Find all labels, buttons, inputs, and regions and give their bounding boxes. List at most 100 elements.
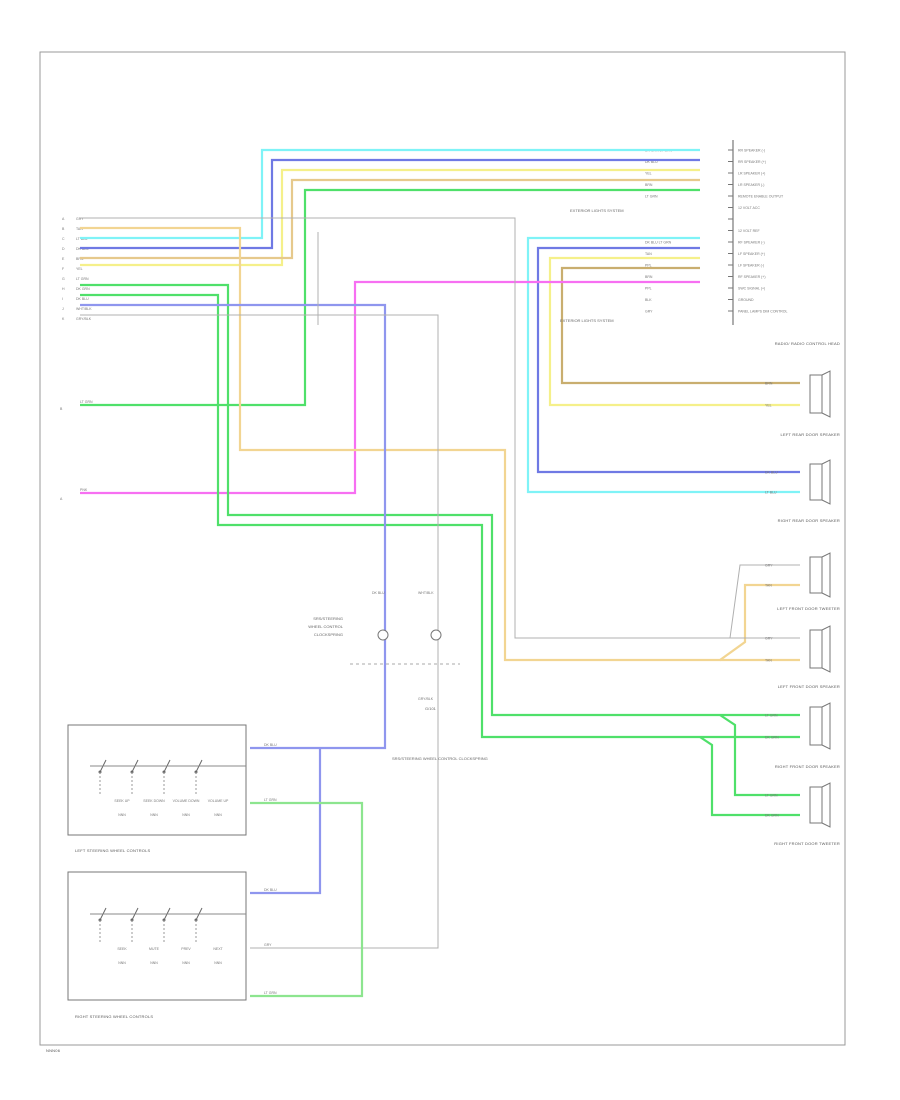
switch-value: NNN bbox=[214, 813, 222, 817]
right-controls-label: RIGHT STEERING WHEEL CONTROLS bbox=[75, 1014, 153, 1019]
ext-lights-label: EXTERIOR LIGHTS SYSTEM bbox=[570, 208, 624, 213]
wires bbox=[80, 148, 800, 998]
svg-text:A: A bbox=[60, 497, 63, 501]
radio-pin-label: RR SPEAKER (+) bbox=[738, 160, 766, 164]
speaker-wire-code: TAN bbox=[765, 584, 772, 588]
wire-gry-top bbox=[80, 217, 800, 639]
switch-value: NNN bbox=[182, 813, 190, 817]
wire-lt-grn-rf bbox=[80, 283, 800, 717]
radio-pin-label: LR SPEAKER (+) bbox=[738, 172, 765, 176]
switch-value: NNN bbox=[118, 813, 126, 817]
radio-pin-label: GROUND bbox=[738, 298, 754, 302]
svg-text:DK BLU: DK BLU bbox=[264, 888, 277, 892]
wire-lt-grn-rt bbox=[719, 714, 800, 797]
side-inputs: B LT GRN A PNK bbox=[60, 400, 93, 501]
speaker-label: RIGHT REAR DOOR SPEAKER bbox=[778, 518, 840, 523]
svg-text:CLOCKSPRING: CLOCKSPRING bbox=[314, 632, 343, 637]
harness-pin: F bbox=[62, 267, 64, 271]
switch-name: VOLUME UP bbox=[208, 799, 229, 803]
radio-wire-code: BLK bbox=[645, 298, 652, 302]
wire-pnk bbox=[80, 280, 700, 495]
speaker-wire-code: DK GRN bbox=[765, 736, 779, 740]
radio-pin-label: 12 VOLT REF bbox=[738, 229, 760, 233]
svg-text:PNK: PNK bbox=[80, 488, 88, 492]
wire-dk-blu-upper bbox=[80, 158, 700, 250]
speaker-wire-code: YEL bbox=[765, 404, 772, 408]
switch-value: NNN bbox=[150, 813, 158, 817]
radio-wire-code: DK BLU bbox=[645, 160, 658, 164]
harness-pin: B bbox=[62, 227, 65, 231]
svg-text:WHEEL CONTROL: WHEEL CONTROL bbox=[308, 624, 344, 629]
harness-wire-label: TAN bbox=[76, 227, 83, 231]
radio-wire-code: DK BLU LT GRN bbox=[645, 241, 672, 245]
harness-pin: C bbox=[62, 237, 65, 241]
radio-wire-code: BRN bbox=[645, 275, 653, 279]
radio-label: RADIO/ RADIO CONTROL HEAD bbox=[775, 341, 840, 346]
speaker-wire-code: BRN bbox=[765, 382, 773, 386]
speaker-wire-code: DK GRN bbox=[765, 814, 779, 818]
radio-wire-code: GRY bbox=[645, 310, 653, 314]
speaker-wire-code: GRY bbox=[765, 564, 773, 568]
wire-yel-lf bbox=[548, 256, 800, 407]
wire-brn-upper bbox=[80, 178, 700, 260]
svg-text:GRY: GRY bbox=[264, 943, 272, 947]
speaker-label: LEFT FRONT DOOR SPEAKER bbox=[778, 684, 840, 689]
wire-lt-blu-upper bbox=[80, 148, 700, 240]
switch-name: VOLUME DOWN bbox=[173, 799, 200, 803]
harness-pin: I bbox=[62, 297, 63, 301]
ext-lights-label-2: EXTERIOR LIGHTS SYSTEM bbox=[560, 318, 614, 323]
speaker-label: LEFT FRONT DOOR TWEETER bbox=[777, 606, 840, 611]
radio-wire-code: PPL bbox=[645, 287, 652, 291]
splice-label: G/101 bbox=[425, 706, 437, 711]
clockspring-block: SRS/STEERING WHEEL CONTROL CLOCKSPRING S… bbox=[308, 208, 623, 761]
svg-text:WHT/BLK: WHT/BLK bbox=[418, 591, 434, 595]
wire-dk-grn-rf bbox=[80, 293, 800, 739]
radio-pin-label: PANEL LAMPS DIM CONTROL bbox=[738, 310, 787, 314]
wire-dk-blu-rr bbox=[536, 246, 800, 474]
left-controls-label: LEFT STEERING WHEEL CONTROLS bbox=[75, 848, 151, 853]
wire-lt-blu-rr bbox=[526, 236, 800, 494]
radio-pin-label: RF SPEAKER (+) bbox=[738, 275, 766, 279]
svg-text:DK BLU: DK BLU bbox=[264, 743, 277, 747]
clockspring-label: SRS/STEERING WHEEL CONTROL CLOCKSPRING bbox=[392, 756, 488, 761]
switch-value: NNN bbox=[118, 961, 126, 965]
switch-name: PREV bbox=[181, 947, 191, 951]
harness-pin: E bbox=[62, 257, 65, 261]
radio-pin-label: 12 VOLT ACC bbox=[738, 206, 760, 210]
svg-text:LT GRN: LT GRN bbox=[264, 991, 277, 995]
radio-pin-label: LR SPEAKER (-) bbox=[738, 183, 764, 187]
switch-value: NNN bbox=[182, 961, 190, 965]
harness-pin: K bbox=[62, 317, 65, 321]
wire-lt-grn-controls bbox=[250, 801, 364, 998]
radio-pin-label: REMOTE ENABLE OUTPUT bbox=[738, 195, 784, 199]
wire-dk-grn-rt bbox=[699, 736, 800, 817]
wire-tan-lf bbox=[80, 226, 800, 662]
speaker-wire-code: LT BLU bbox=[765, 491, 777, 495]
speaker-wire-code: TAN bbox=[765, 659, 772, 663]
speaker-label: RIGHT FRONT DOOR TWEETER bbox=[774, 841, 840, 846]
harness-wire-label: GRY bbox=[76, 217, 84, 221]
wire-gry-spk bbox=[700, 564, 800, 639]
speaker-label: RIGHT FRONT DOOR SPEAKER bbox=[775, 764, 840, 769]
harness-pin: A bbox=[62, 217, 65, 221]
harness-pin: D bbox=[62, 247, 65, 251]
radio-pin-label: LF SPEAKER (+) bbox=[738, 252, 765, 256]
wire-dk-blu-right bbox=[250, 748, 322, 895]
radio-pin-label: RR SPEAKER (-) bbox=[738, 149, 765, 153]
harness-pin: H bbox=[62, 287, 65, 291]
lr-tweeter: GRY TAN LEFT FRONT DOOR TWEETER bbox=[765, 552, 840, 611]
wire-lt-grn-upper bbox=[80, 188, 700, 407]
harness-wire-label: WHT/BLK bbox=[76, 307, 92, 311]
clockspring-side-label: SRS/STEERING bbox=[313, 616, 343, 621]
harness-wire-label: LT GRN bbox=[76, 277, 89, 281]
switch-name: MUTE bbox=[149, 947, 160, 951]
harness-pin: G bbox=[62, 277, 65, 281]
